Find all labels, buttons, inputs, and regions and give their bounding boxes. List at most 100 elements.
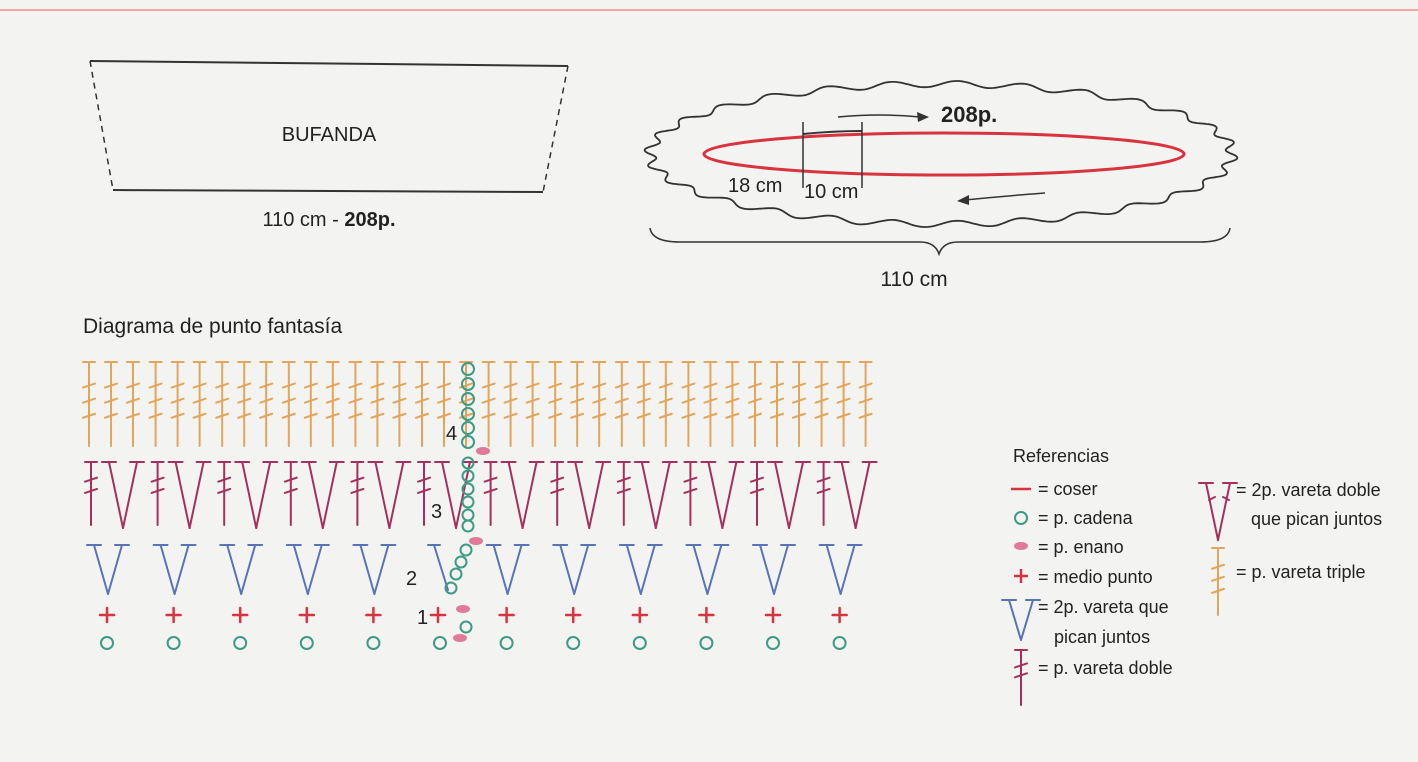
legend-vareta-triple-text: = p. vareta triple — [1236, 562, 1366, 582]
chain-stitch — [632, 636, 647, 650]
single-crochet — [498, 606, 515, 624]
double-treble-stitch — [217, 461, 232, 526]
triple-treble-stitch — [792, 361, 806, 447]
double-treble-cluster-stitch — [234, 461, 279, 529]
treble-cluster-stitch — [352, 544, 397, 595]
treble-cluster-stitch — [86, 544, 130, 595]
triple-treble-stitch — [725, 361, 740, 447]
double-treble-stitch — [483, 461, 498, 526]
chain-stitch — [461, 392, 475, 406]
triple-treble-stitch — [348, 361, 363, 447]
width-brace — [649, 227, 1231, 257]
single-crochet — [365, 606, 382, 624]
triple-treble-stitch — [303, 361, 318, 447]
treble-cluster-stitch — [618, 544, 663, 595]
single-crochet — [764, 606, 782, 624]
double-treble-stitch — [616, 461, 631, 526]
chain-stitch — [444, 581, 458, 595]
chain-stitch — [166, 636, 181, 650]
single-crochet — [298, 606, 316, 624]
loop-width: 110 cm — [880, 268, 947, 291]
chain-stitch — [766, 636, 780, 650]
triple-treble-stitch — [748, 361, 762, 447]
triple-treble-stitch — [281, 361, 296, 447]
triple-treble-stitch — [370, 361, 385, 447]
chain-stitch — [832, 636, 847, 650]
chain-stitch — [461, 482, 475, 496]
treble-cluster-stitch — [818, 544, 863, 595]
scarf-top-edge — [89, 60, 569, 67]
legend-enano-symbol — [1014, 542, 1028, 550]
triple-treble-stitch — [215, 361, 230, 447]
double-treble-stitch — [283, 461, 298, 526]
double-treble-cluster-stitch — [367, 461, 412, 529]
chain-stitch — [461, 407, 475, 421]
double-treble-cluster-stitch — [101, 461, 145, 529]
chain-stitch — [459, 620, 473, 634]
treble-cluster-stitch — [752, 544, 796, 595]
chain-stitch — [499, 636, 514, 650]
triple-treble-stitch — [148, 361, 163, 447]
legend-vareta-juntos-text: = 2p. vareta que — [1038, 597, 1169, 617]
loop-schematic: 208p. 18 cm 10 cm 110 cm — [643, 80, 1239, 291]
triple-treble-stitch — [259, 361, 274, 447]
row-label-3: 3 — [431, 501, 442, 523]
row-label-1: 1 — [417, 607, 428, 629]
triple-treble-stitch — [770, 361, 784, 447]
arrowhead-bottom — [957, 195, 969, 205]
chain-stitch — [461, 377, 475, 391]
chain-stitch — [699, 636, 714, 650]
slip-stitch — [456, 605, 470, 613]
triple-treble-stitch — [82, 361, 96, 447]
legend-cadena-symbol — [1014, 511, 1028, 525]
single-crochet — [165, 606, 182, 624]
chain-stitch — [566, 636, 581, 650]
triple-treble-stitch — [592, 361, 607, 447]
triple-treble-stitch — [170, 361, 185, 447]
diagram-title: Diagrama de punto fantasía — [83, 315, 342, 338]
double-treble-stitch — [417, 461, 431, 526]
chain-stitch — [433, 636, 447, 650]
chain-stitch — [461, 362, 475, 376]
double-treble-cluster-stitch — [767, 461, 811, 529]
double-treble-stitch — [816, 461, 831, 526]
legend-vareta-doble-glyph — [1014, 649, 1028, 706]
slip-stitch — [476, 447, 490, 455]
triple-treble-stitch — [858, 361, 873, 447]
dim-10cm: 10 cm — [804, 181, 858, 203]
legend-title: Referencias — [1013, 446, 1109, 466]
chain-stitch — [100, 636, 114, 650]
triple-treble-stitch — [392, 361, 407, 447]
double-treble-stitch — [84, 461, 98, 526]
legend-enano-text: = p. enano — [1038, 537, 1124, 557]
triple-treble-stitch — [836, 361, 851, 447]
triple-treble-stitch — [325, 361, 340, 447]
arrowhead-top — [917, 112, 929, 122]
double-treble-stitch — [683, 461, 698, 526]
row-label-4: 4 — [446, 423, 457, 445]
triple-treble-stitch — [503, 361, 518, 447]
legend-vareta-doble-juntos-text: = 2p. vareta doble — [1236, 480, 1381, 500]
chain-stitch — [461, 469, 475, 483]
wavy-outline — [643, 80, 1239, 228]
single-crochet — [698, 606, 715, 624]
chain-stitch — [366, 636, 381, 650]
triple-treble-stitch — [192, 361, 207, 447]
treble-cluster-stitch — [219, 544, 264, 595]
row-label-2: 2 — [406, 568, 417, 590]
chain-stitch — [449, 567, 463, 581]
legend-vareta-doble-juntos-symbol — [1198, 482, 1238, 541]
treble-cluster-stitch — [485, 544, 530, 595]
double-treble-cluster-stitch — [167, 461, 212, 529]
treble-cluster-stitch — [152, 544, 197, 595]
legend-vareta-triple-glyph — [1211, 547, 1225, 616]
legend-medio-punto-symbol — [1014, 569, 1028, 583]
chain-stitch — [461, 519, 475, 533]
scarf-left-edge — [89, 60, 114, 191]
arrow-bottom — [964, 192, 1046, 201]
triple-treble-stitch — [126, 361, 140, 447]
double-treble-cluster-stitch — [434, 461, 478, 529]
chain-stitch — [461, 435, 475, 449]
legend-vareta-triple-symbol — [1211, 547, 1225, 616]
arrow-top — [837, 114, 921, 118]
